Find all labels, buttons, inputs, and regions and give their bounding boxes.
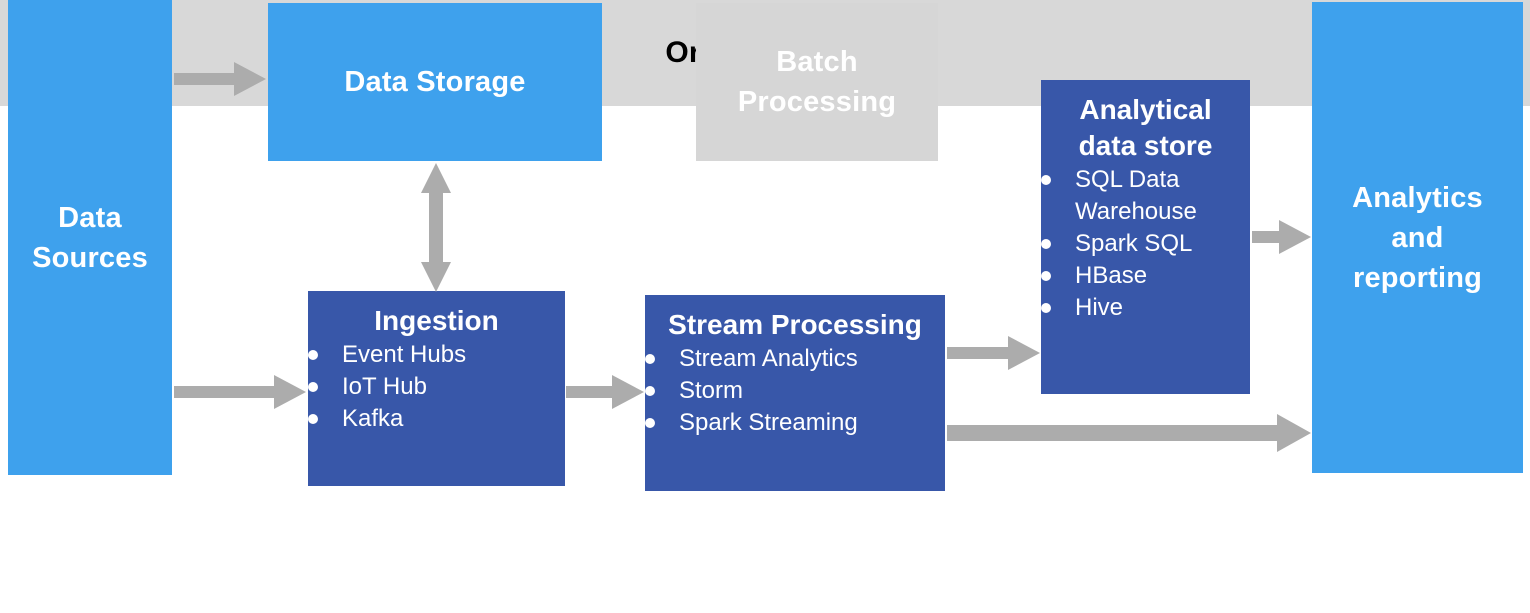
list-item: SQL Data Warehouse (1041, 164, 1250, 228)
arrow-data-sources-to-data-storage (174, 62, 266, 96)
arrow-data-sources-to-ingestion (174, 375, 306, 409)
list-item: Spark SQL (1041, 228, 1250, 260)
list-item: Hive (1041, 292, 1250, 324)
list-item: Spark Streaming (645, 407, 945, 439)
arrow-shaft (429, 189, 443, 266)
list-item: Storm (645, 375, 945, 407)
arrow-head-icon (612, 375, 644, 409)
arrow-head-icon (234, 62, 266, 96)
data-storage-label: Data Storage (344, 66, 526, 98)
analytical-data-store-list: SQL Data Warehouse Spark SQL HBase Hive (1041, 164, 1250, 324)
arrow-shaft (174, 73, 236, 85)
arrow-shaft (174, 386, 276, 398)
data-sources-label: Data Sources (32, 201, 148, 274)
list-item: IoT Hub (308, 371, 565, 403)
arrow-head-icon (1277, 414, 1311, 452)
node-data-sources: Data Sources (8, 0, 172, 475)
node-batch-processing: Batch Processing (696, 3, 938, 161)
arrow-head-icon (274, 375, 306, 409)
node-analytics-and-reporting: Analytics and reporting (1312, 2, 1523, 473)
ingestion-list: Event Hubs IoT Hub Kafka (308, 339, 565, 435)
arrow-head-down-icon (421, 262, 451, 292)
stream-processing-list: Stream Analytics Storm Spark Streaming (645, 343, 945, 439)
list-item: Stream Analytics (645, 343, 945, 375)
arrow-shaft (1252, 231, 1281, 243)
arrow-shaft (566, 386, 614, 398)
node-stream-processing: Stream Processing Stream Analytics Storm… (645, 295, 945, 491)
arrow-head-icon (1008, 336, 1040, 370)
arrow-head-icon (1279, 220, 1311, 254)
stream-processing-title: Stream Processing (668, 309, 922, 340)
arrow-head-up-icon (421, 163, 451, 193)
list-item: HBase (1041, 260, 1250, 292)
node-analytical-data-store: Analytical data store SQL Data Warehouse… (1041, 80, 1250, 394)
arrow-data-storage-ingestion-bidirectional (420, 163, 452, 292)
list-item: Kafka (308, 403, 565, 435)
arrow-ingestion-to-stream-processing (566, 375, 644, 409)
arrow-stream-processing-to-analytics (947, 414, 1311, 452)
node-data-storage: Data Storage (268, 3, 602, 161)
arrow-shaft (947, 425, 1277, 441)
node-ingestion: Ingestion Event Hubs IoT Hub Kafka (308, 291, 565, 486)
ingestion-title: Ingestion (374, 305, 499, 336)
batch-processing-label: Batch Processing (737, 46, 897, 118)
arrow-shaft (947, 347, 1010, 359)
arrow-analytical-data-store-to-analytics (1252, 220, 1311, 254)
analytical-data-store-title: Analytical data store (1078, 94, 1213, 161)
arrow-stream-processing-to-analytical-data-store (947, 336, 1040, 370)
list-item: Event Hubs (308, 339, 565, 371)
analytics-and-reporting-label: Analytics and reporting (1352, 181, 1483, 294)
